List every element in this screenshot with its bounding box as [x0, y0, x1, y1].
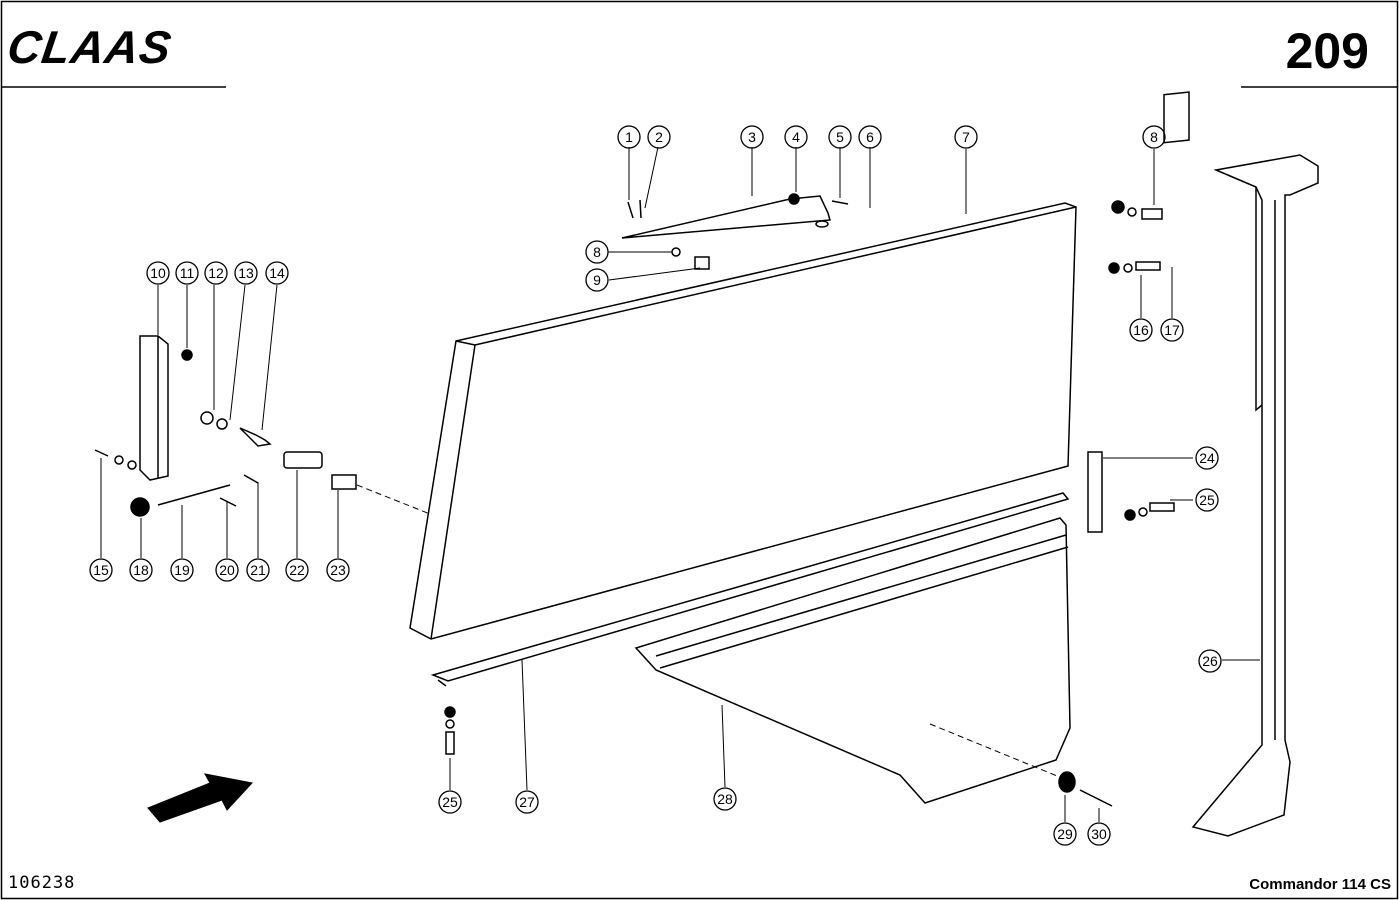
callout: 13 — [234, 261, 258, 285]
callout: 15 — [89, 558, 113, 582]
callout: 14 — [265, 261, 289, 285]
callout: 5 — [828, 125, 852, 149]
svg-text:12: 12 — [208, 265, 224, 281]
callout: 8 — [1142, 125, 1166, 149]
callout: 16 — [1129, 318, 1153, 342]
svg-text:9: 9 — [593, 272, 601, 288]
svg-text:28: 28 — [717, 791, 733, 807]
svg-text:24: 24 — [1199, 450, 1215, 466]
callout: 25 — [1195, 488, 1219, 512]
svg-text:29: 29 — [1057, 826, 1073, 842]
hinge-plate-lower — [1087, 451, 1103, 533]
callout: 30 — [1087, 822, 1111, 846]
figure-code: 106238 — [8, 873, 76, 893]
callout: 25 — [438, 790, 462, 814]
svg-text:22: 22 — [289, 562, 305, 578]
svg-text:11: 11 — [180, 265, 195, 281]
callout: 8 — [585, 240, 609, 264]
lower-deflector — [634, 517, 1071, 804]
svg-text:19: 19 — [174, 562, 190, 578]
callout: 9 — [585, 268, 609, 292]
callout-group: 1 2 3 4 5 6 7 8 9 10 11 12 13 14 8 16 17… — [89, 125, 1222, 846]
svg-text:26: 26 — [1202, 653, 1218, 669]
svg-text:25: 25 — [442, 794, 458, 810]
callout: 3 — [740, 125, 764, 149]
svg-text:15: 15 — [93, 562, 109, 578]
svg-text:4: 4 — [792, 129, 800, 145]
small-hardware — [94, 199, 1175, 807]
svg-text:25: 25 — [1199, 492, 1215, 508]
svg-text:8: 8 — [1150, 129, 1158, 145]
callout: 26 — [1198, 649, 1222, 673]
callout: 10 — [146, 261, 170, 285]
long-bar — [621, 193, 831, 239]
svg-text:21: 21 — [250, 562, 266, 578]
svg-text:18: 18 — [133, 562, 149, 578]
hinge-plate-upper — [1163, 91, 1190, 144]
direction-arrow — [147, 773, 253, 823]
svg-text:2: 2 — [655, 129, 663, 145]
callout: 7 — [954, 125, 978, 149]
callout: 17 — [1160, 318, 1184, 342]
callout: 2 — [647, 125, 671, 149]
callout: 23 — [326, 558, 350, 582]
svg-text:13: 13 — [238, 265, 254, 281]
svg-text:6: 6 — [866, 129, 874, 145]
lower-rail — [430, 492, 1070, 687]
callout: 21 — [246, 558, 270, 582]
model-name: Commandor 114 CS — [1249, 876, 1391, 893]
callout: 20 — [215, 558, 239, 582]
callout: 27 — [515, 790, 539, 814]
callout: 29 — [1053, 822, 1077, 846]
page-number: 209 — [1285, 23, 1369, 79]
svg-text:17: 17 — [1164, 322, 1180, 338]
callout: 22 — [285, 558, 309, 582]
callout: 28 — [713, 787, 737, 811]
svg-text:30: 30 — [1091, 826, 1107, 842]
svg-text:8: 8 — [593, 244, 601, 260]
svg-text:27: 27 — [519, 794, 535, 810]
callout: 19 — [170, 558, 194, 582]
svg-text:20: 20 — [219, 562, 235, 578]
side-panel — [409, 202, 1077, 640]
callout: 24 — [1195, 446, 1219, 470]
svg-text:16: 16 — [1133, 322, 1149, 338]
support-post — [1191, 154, 1319, 837]
left-bracket — [139, 335, 169, 481]
callout: 11 — [175, 261, 199, 285]
svg-text:14: 14 — [269, 265, 285, 281]
callout: 6 — [858, 125, 882, 149]
svg-text:1: 1 — [625, 129, 633, 145]
callout: 4 — [784, 125, 808, 149]
callout: 18 — [129, 558, 153, 582]
callout: 1 — [617, 125, 641, 149]
svg-text:3: 3 — [748, 129, 756, 145]
svg-text:7: 7 — [962, 129, 970, 145]
svg-text:5: 5 — [836, 129, 844, 145]
leader-lines — [100, 146, 1260, 822]
svg-text:23: 23 — [330, 562, 346, 578]
svg-text:10: 10 — [150, 265, 166, 281]
callout: 12 — [204, 261, 228, 285]
